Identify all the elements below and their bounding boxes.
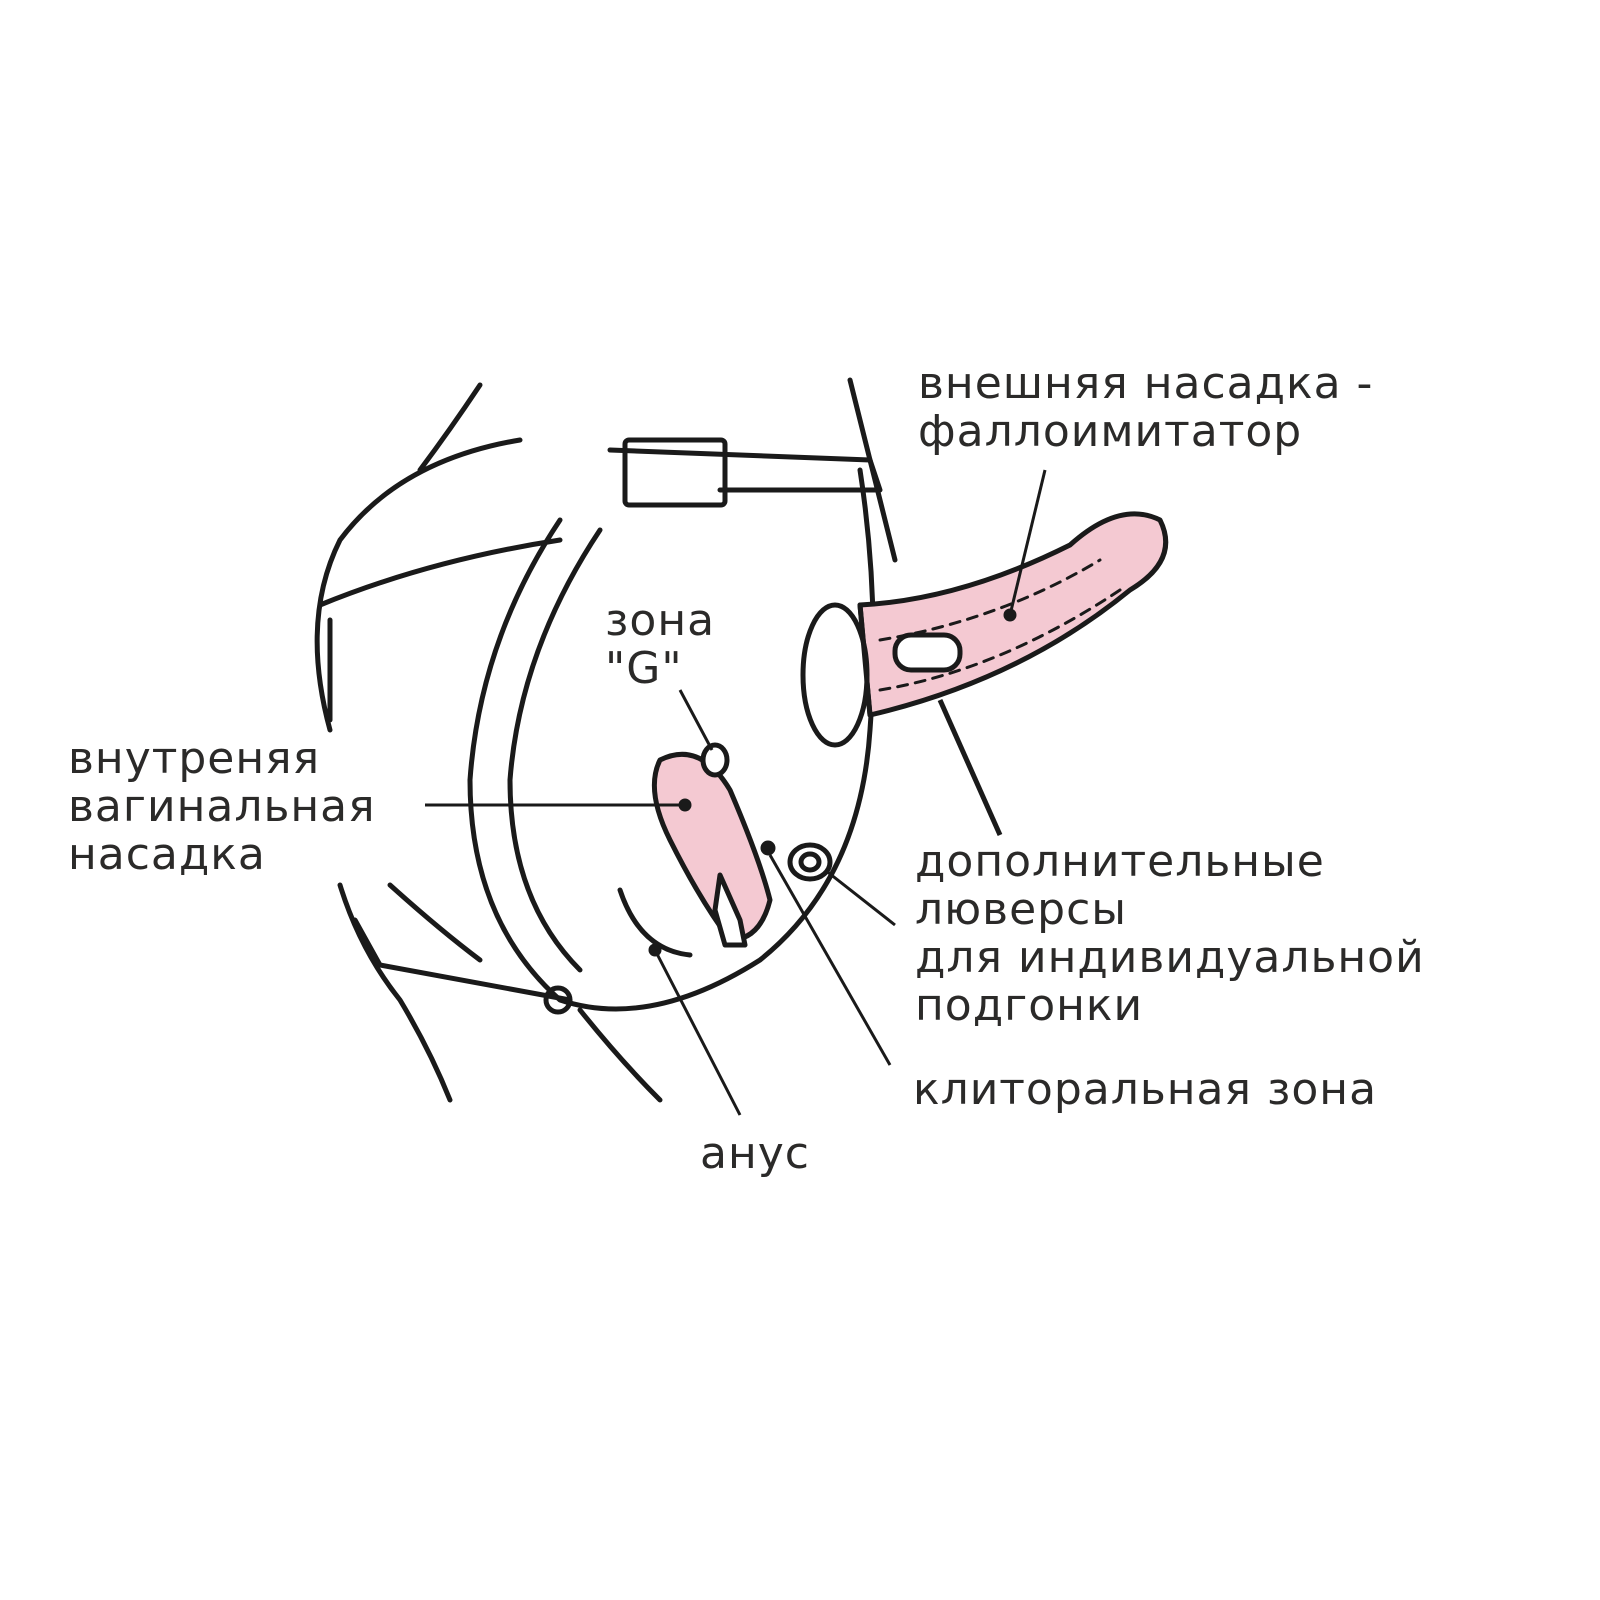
label-g-zone: зона "G" — [605, 597, 715, 693]
body-outline — [387, 882, 483, 963]
label-anus: анус — [700, 1128, 810, 1179]
label-line: внутреняя — [68, 733, 321, 784]
eyelet — [543, 985, 573, 1015]
label-line: подгонки — [915, 980, 1144, 1031]
leader-line-stem — [937, 698, 1003, 837]
label-line: внешняя насадка - — [918, 358, 1374, 409]
top-strap — [607, 447, 883, 493]
waist-belt — [317, 537, 563, 608]
label-line: вагинальная — [68, 781, 376, 832]
attachment-base — [800, 602, 870, 748]
label-internal-attachment: внутреняя вагинальная насадка — [68, 735, 376, 879]
label-line: дополнительные — [915, 836, 1325, 887]
leader-line-g-zone — [678, 689, 714, 751]
connector — [892, 632, 963, 673]
label-line: для индивидуальной — [915, 932, 1425, 983]
eyelet — [798, 851, 822, 873]
leader-line-eyelets — [824, 868, 896, 927]
leader-line-clitoral — [768, 854, 892, 1066]
leg-strap — [352, 917, 573, 1003]
body-outline — [417, 382, 483, 473]
body-outline — [314, 437, 523, 733]
label-line: фаллоимитатор — [918, 406, 1303, 457]
eyelet — [787, 842, 833, 882]
inner-plug — [712, 872, 748, 948]
label-external-attachment: внешняя насадка - фаллоимитатор — [918, 360, 1373, 456]
body-outline — [577, 1007, 663, 1103]
harness-ring-inner — [507, 527, 603, 973]
label-line: люверсы — [915, 884, 1128, 935]
body-outline — [337, 882, 453, 1103]
buckle — [622, 437, 728, 508]
label-clitoral-zone: клиторальная зона — [913, 1064, 1378, 1115]
label-eyelets: дополнительные люверсы для индивидуально… — [915, 838, 1425, 1030]
leader-line-external — [1008, 469, 1047, 616]
internal-attachment — [651, 751, 773, 943]
leader-line-anus — [653, 949, 742, 1116]
label-line: зона — [605, 595, 716, 646]
label-line: "G" — [605, 643, 683, 694]
label-line: насадка — [68, 829, 266, 880]
